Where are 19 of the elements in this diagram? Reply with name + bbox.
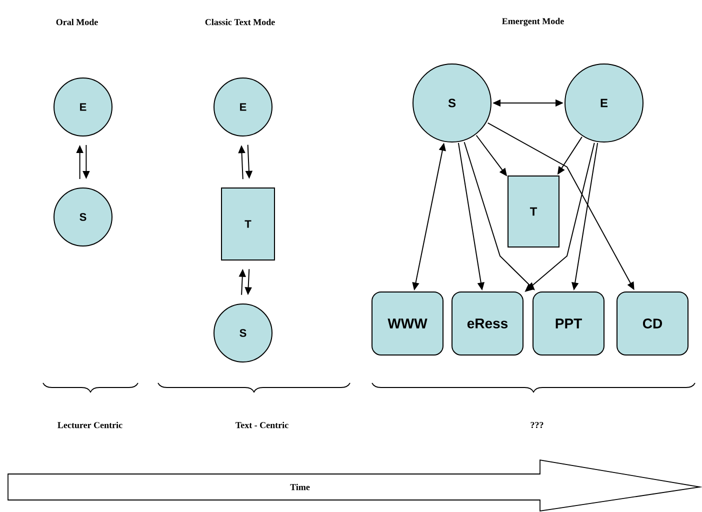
heading: Classic Text Mode bbox=[205, 18, 275, 26]
resource-box: CD bbox=[616, 292, 688, 356]
circle-node: E bbox=[54, 78, 112, 136]
circle-node: E bbox=[214, 78, 272, 136]
heading: Emergent Mode bbox=[502, 18, 564, 26]
text-box: T bbox=[508, 176, 560, 248]
resource-box: WWW bbox=[372, 292, 444, 356]
heading: ??? bbox=[530, 422, 544, 428]
resource-box: PPT bbox=[532, 292, 604, 356]
heading: Lecturer Centric bbox=[58, 422, 122, 428]
circle-node: E bbox=[564, 64, 644, 142]
arrow bbox=[464, 142, 535, 290]
text-box: T bbox=[221, 188, 275, 260]
heading: Oral Mode bbox=[56, 18, 98, 26]
heading: Text - Centric bbox=[236, 422, 288, 428]
resource-box: eRess bbox=[452, 292, 524, 356]
circle-node: S bbox=[214, 304, 272, 362]
circle-node: S bbox=[54, 188, 112, 246]
circle-node: S bbox=[412, 64, 492, 142]
